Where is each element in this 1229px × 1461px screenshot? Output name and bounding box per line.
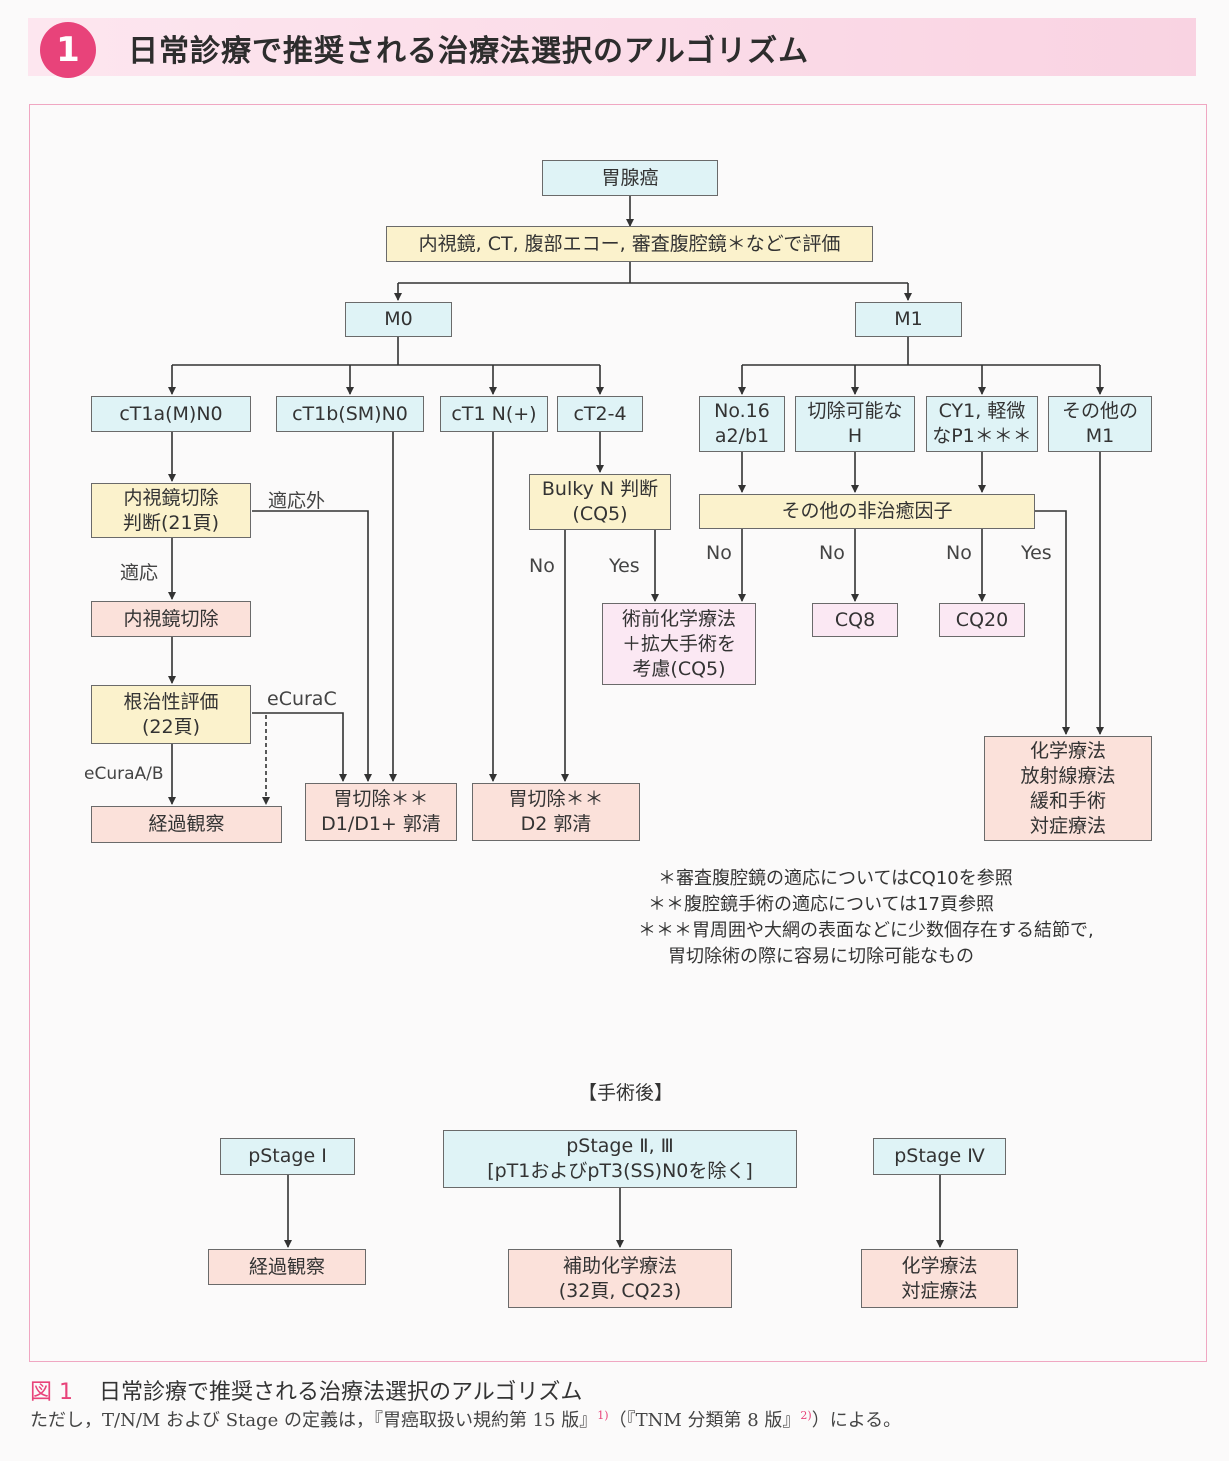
reference-2: 2) bbox=[800, 1409, 812, 1422]
m0-box: M0 bbox=[345, 302, 452, 337]
no16-no-label: No bbox=[706, 542, 732, 564]
header-band bbox=[28, 18, 1196, 76]
postop-title: 【手術後】 bbox=[578, 1082, 674, 1104]
other-noncurative-box: その他の非治癒因子 bbox=[699, 494, 1035, 529]
gastrectomy-d2-box: 胃切除＊＊ D2 郭清 bbox=[472, 783, 640, 841]
observation-box: 経過観察 bbox=[91, 806, 282, 843]
page-title: 日常診療で推奨される治療法選択のアルゴリズム bbox=[128, 34, 810, 69]
bulky-no-label: No bbox=[529, 555, 555, 577]
endoscopic-judgment-box: 内視鏡切除 判断(21頁) bbox=[91, 483, 251, 538]
figure-caption: 図 1 日常診療で推奨される治療法選択のアルゴリズム bbox=[30, 1374, 582, 1406]
reference-1: 1) bbox=[597, 1409, 609, 1422]
noncurative-yes-label: Yes bbox=[1021, 542, 1052, 564]
ecura-c-label: eCuraC bbox=[267, 688, 337, 710]
pstage1-box: pStage Ⅰ bbox=[220, 1138, 355, 1175]
other-m1-box: その他の M1 bbox=[1048, 396, 1152, 452]
caption-note-post: ）による。 bbox=[811, 1410, 902, 1431]
ct24-box: cT2-4 bbox=[557, 396, 643, 432]
evaluation-box: 内視鏡, CT, 腹部エコー, 審査腹腔鏡＊などで評価 bbox=[386, 226, 873, 262]
caption-note-mid: （『TNM 分類第 8 版』 bbox=[608, 1410, 801, 1431]
section-number-badge: 1 bbox=[40, 22, 96, 78]
figure-label: 図 1 bbox=[30, 1380, 73, 1405]
ct1n-box: cT1 N(+) bbox=[440, 396, 548, 432]
ct1b-box: cT1b(SM)N0 bbox=[276, 396, 424, 432]
caption-note: ただし，T/N/M および Stage の定義は，『胃癌取扱い規約第 15 版』… bbox=[30, 1406, 901, 1432]
endoscopic-resection-box: 内視鏡切除 bbox=[91, 601, 251, 637]
cy1-box: CY1, 軽微 なP1＊＊＊ bbox=[926, 396, 1038, 452]
palliative-box: 化学療法 放射線療法 緩和手術 対症療法 bbox=[984, 736, 1152, 841]
footnote-3: ＊＊＊胃周囲や大網の表面などに少数個存在する結節で, bbox=[638, 920, 1094, 941]
ct1a-box: cT1a(M)N0 bbox=[91, 396, 251, 432]
cy1-no-label: No bbox=[946, 542, 972, 564]
cq8-box: CQ8 bbox=[812, 603, 898, 637]
footnote-3-cont: 胃切除術の際に容易に切除可能なもの bbox=[668, 946, 974, 967]
postop-observation-box: 経過観察 bbox=[208, 1249, 366, 1285]
preop-chemo-box: 術前化学療法 ＋拡大手術を 考慮(CQ5) bbox=[602, 603, 756, 685]
no16-box: No.16 a2/b1 bbox=[699, 396, 785, 452]
resectable-h-box: 切除可能な H bbox=[795, 396, 915, 452]
bulky-yes-label: Yes bbox=[609, 555, 640, 577]
chemo-supportive-box: 化学療法 対症療法 bbox=[861, 1249, 1018, 1308]
figure-frame bbox=[29, 104, 1207, 1362]
figure-caption-title: 日常診療で推奨される治療法選択のアルゴリズム bbox=[99, 1380, 583, 1405]
curative-evaluation-box: 根治性評価 (22頁) bbox=[91, 685, 251, 744]
ecura-ab-label: eCuraA/B bbox=[84, 764, 164, 784]
adjuvant-chemo-box: 補助化学療法 (32頁, CQ23) bbox=[508, 1249, 732, 1308]
gastrectomy-d1-box: 胃切除＊＊ D1/D1+ 郭清 bbox=[305, 783, 457, 841]
out-of-indication-label: 適応外 bbox=[268, 490, 326, 512]
resectable-no-label: No bbox=[819, 542, 845, 564]
m1-box: M1 bbox=[855, 302, 962, 337]
caption-note-pre: ただし，T/N/M および Stage の定義は，『胃癌取扱い規約第 15 版』 bbox=[30, 1410, 598, 1431]
pstage23-box: pStage Ⅱ, Ⅲ [pT1およびpT3(SS)N0を除く] bbox=[443, 1130, 797, 1188]
gastric-cancer-box: 胃腺癌 bbox=[542, 160, 718, 196]
pstage4-box: pStage Ⅳ bbox=[873, 1138, 1006, 1175]
footnote-2: ＊＊腹腔鏡手術の適応については17頁参照 bbox=[648, 894, 995, 915]
cq20-box: CQ20 bbox=[939, 603, 1025, 637]
footnote-1: ＊審査腹腔鏡の適応についてはCQ10を参照 bbox=[658, 868, 1013, 889]
bulky-n-box: Bulky N 判断 (CQ5) bbox=[529, 474, 671, 530]
indication-label: 適応 bbox=[120, 562, 159, 584]
